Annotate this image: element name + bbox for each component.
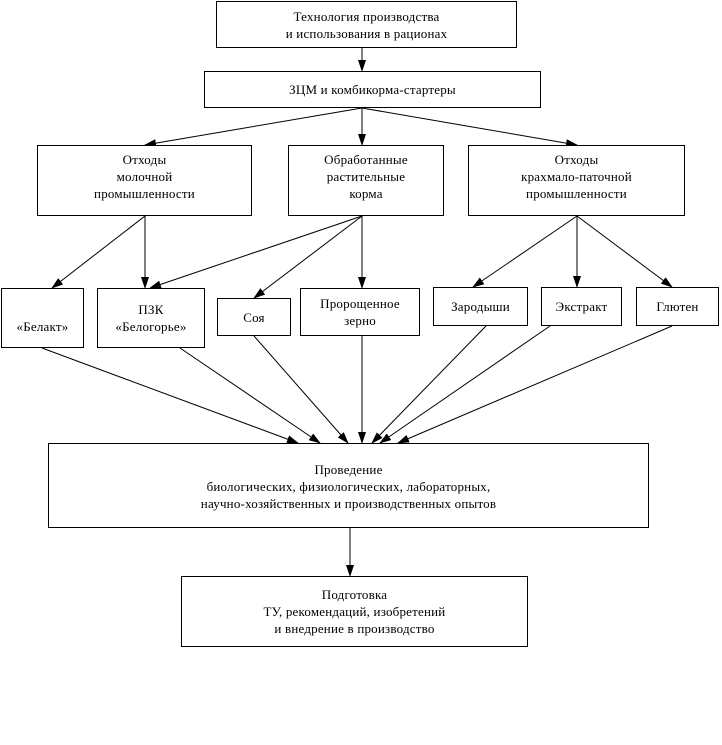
belakt-text-line: «Белакт» <box>16 319 69 334</box>
preparation-text-line: и внедрение в производство <box>274 621 435 636</box>
arrow-dairy-waste-to-belakt <box>51 215 146 289</box>
arrow-zcm-to-dairy-waste <box>144 107 363 148</box>
arrow-gluten-to-experiments <box>397 325 673 444</box>
belakt-text-line <box>41 301 44 318</box>
preparation-text-line: Подготовка <box>321 587 388 602</box>
germs-text-line: Зародыши <box>451 299 510 314</box>
arrow-belakt-to-experiments <box>41 347 299 444</box>
box-belakt: «Белакт» <box>1 288 84 348</box>
dairy-waste-text-line: промышленности <box>94 186 195 201</box>
box-extract: Экстракт <box>541 287 622 326</box>
arrow-germs-to-experiments <box>371 325 487 444</box>
box-zcm: ЗЦМ и комбикорма-стартеры <box>204 71 541 108</box>
arrow-processed-feed-to-soy <box>253 215 363 299</box>
box-soy: Соя <box>217 298 291 336</box>
root-text-line: и использования в рационах <box>285 25 448 41</box>
processed-feed-text-line: Обработанные <box>324 152 408 167</box>
processed-feed-text-line: растительные <box>326 169 406 184</box>
box-pzk: ПЗК «Белогорье» <box>97 288 205 348</box>
box-sprouted-grain: Пророщенное зерно <box>300 288 420 336</box>
pzk-text-line: ПЗК <box>138 302 164 317</box>
starch-waste-text-line: крахмало-паточной <box>521 169 632 184</box>
sprouted-grain-text-line: зерно <box>344 313 376 328</box>
box-starch-waste: Отходы крахмало-паточной промышленности <box>468 145 685 216</box>
extract-text-line: Экстракт <box>555 299 608 314</box>
experiments-text-line: Проведение <box>314 462 383 477</box>
box-germs: Зародыши <box>433 287 528 326</box>
preparation-text-line: ТУ, рекомендаций, изобретений <box>263 604 446 619</box>
dairy-waste-text-line: молочной <box>116 169 173 184</box>
arrow-starch-waste-to-gluten <box>576 215 673 288</box>
processed-feed-text-line: корма <box>349 186 383 201</box>
starch-waste-text-line: промышленности <box>526 186 627 201</box>
arrow-soy-to-experiments <box>253 335 349 444</box>
experiments-text-line: научно-хозяйственных и производственных … <box>200 496 497 511</box>
starch-waste-text-line: Отходы <box>554 152 599 167</box>
gluten-text-line: Глютен <box>656 299 699 314</box>
soy-text-line: Соя <box>243 309 265 325</box>
sprouted-grain-text-line: Пророщенное <box>320 296 400 311</box>
box-dairy-waste: Отходы молочной промышленности <box>37 145 252 216</box>
experiments-text-line: биологических, физиологических, лаборато… <box>206 479 491 494</box>
arrow-processed-feed-to-pzk <box>149 215 363 289</box>
box-gluten: Глютен <box>636 287 719 326</box>
root-text-line: Технология производства <box>293 8 440 24</box>
arrow-starch-waste-to-germs <box>472 215 578 288</box>
zcm-text-line: ЗЦМ и комбикорма-стартеры <box>289 82 456 97</box>
box-processed-feed: Обработанные растительные корма <box>288 145 444 216</box>
pzk-text-line: «Белогорье» <box>115 319 187 334</box>
arrow-pzk-to-experiments <box>179 347 321 444</box>
dairy-waste-text-line: Отходы <box>122 152 167 167</box>
box-experiments: Проведение биологических, физиологических… <box>48 443 649 528</box>
arrow-extract-to-experiments <box>379 325 551 444</box>
arrow-zcm-to-starch-waste <box>361 107 578 148</box>
